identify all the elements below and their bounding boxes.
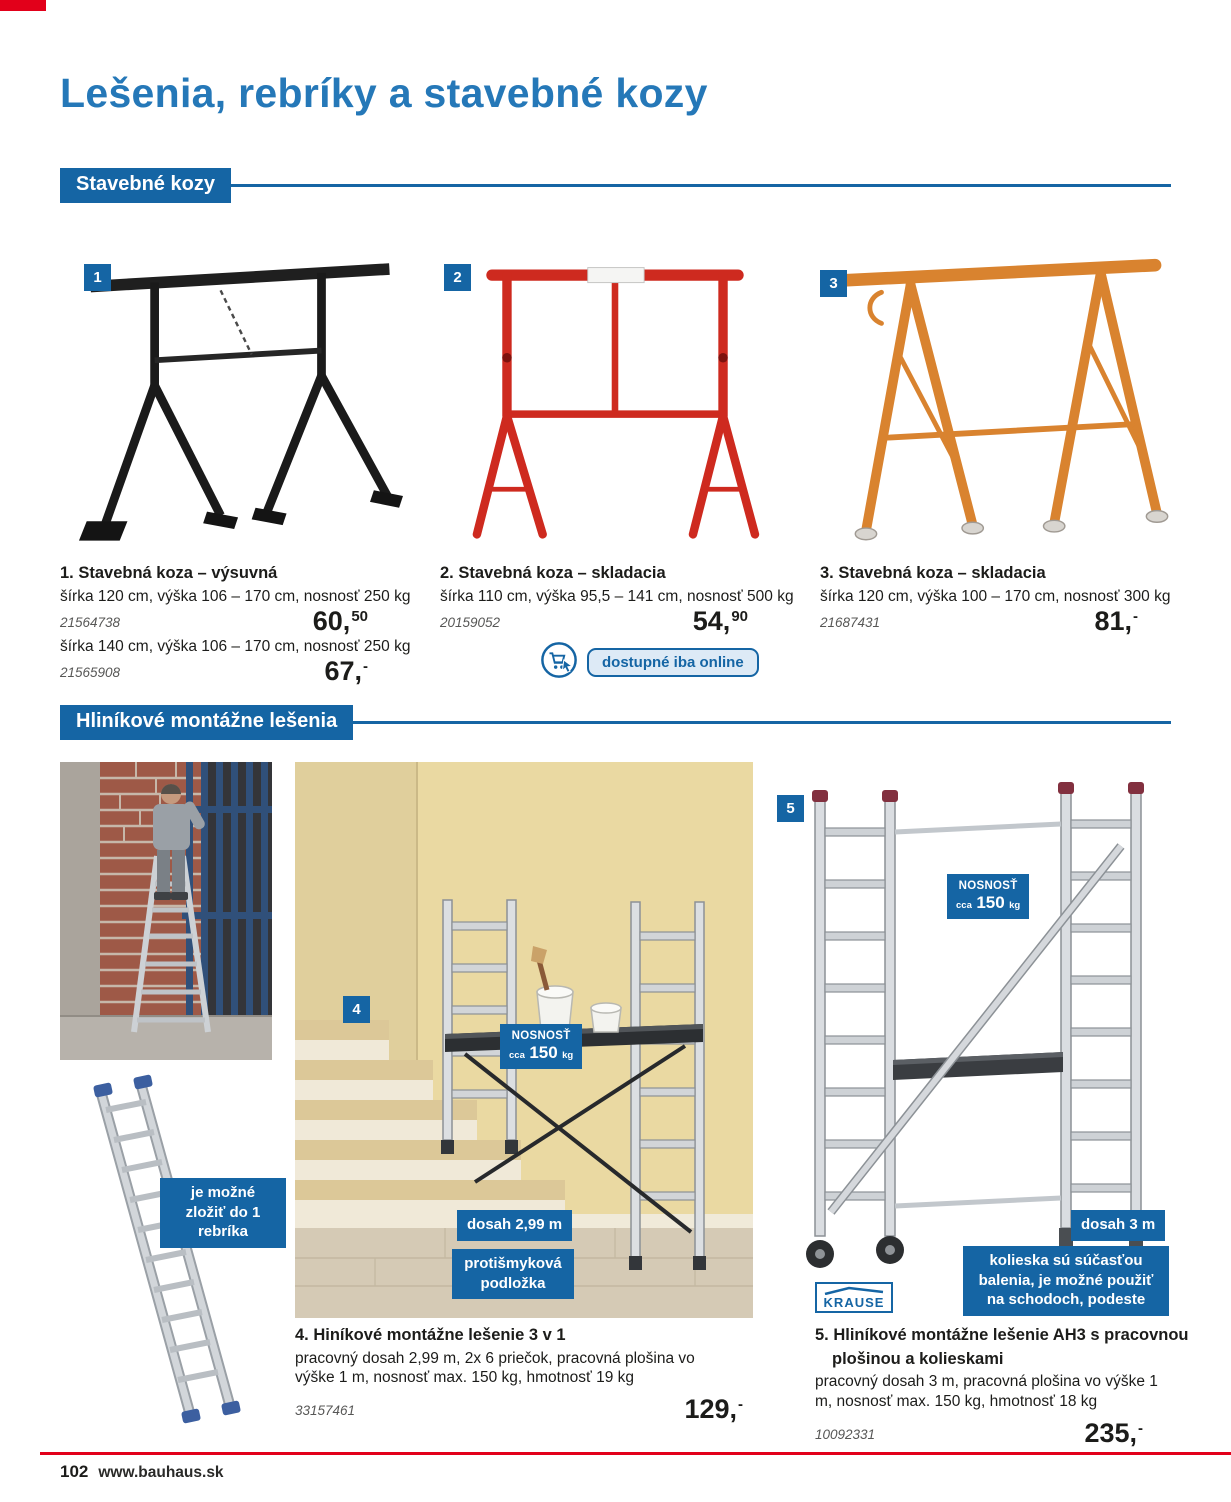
folded-ladder-image xyxy=(40,1062,275,1447)
product-2-spec: šírka 110 cm, výška 95,5 – 141 cm, nosno… xyxy=(440,587,794,605)
online-only-badge: dostupné iba online xyxy=(587,648,759,677)
product-1-row-2: 21565908 67,- xyxy=(60,657,368,685)
product-3-code: 21687431 xyxy=(820,615,881,630)
product-3-number: 3 xyxy=(820,270,847,297)
product-1-image xyxy=(60,228,420,563)
product-1-code-2: 21565908 xyxy=(60,665,121,681)
product-1-spec-2: šírka 140 cm, výška 106 – 170 cm, nosnos… xyxy=(60,638,411,655)
product-5-code: 10092331 xyxy=(815,1427,876,1442)
section-header-lesenia: Hliníkové montážne lešenia xyxy=(60,705,1171,740)
corner-mark xyxy=(0,0,46,11)
product-1-card: 1 1. Stavebná koza – výsuvná šírka 120 c… xyxy=(60,228,420,687)
product-5-price: 235,- xyxy=(1084,1418,1143,1448)
product-1-price-2: 67,- xyxy=(324,656,368,687)
product-4-antislip-badge: protišmyková podložka xyxy=(452,1249,574,1299)
product-5-image xyxy=(806,782,1144,1268)
product-2-name: 2. Stavebná koza – skladacia xyxy=(440,564,666,582)
orange-trestle-drawing xyxy=(830,258,1169,541)
product-3-spec: šírka 120 cm, výška 100 – 170 cm, nosnos… xyxy=(820,587,1171,605)
section-rule xyxy=(230,184,1171,187)
product-4-number: 4 xyxy=(343,996,370,1023)
footer-page-number: 102 xyxy=(60,1462,89,1481)
product-4-row: 33157461 129,- xyxy=(295,1395,743,1423)
product-1-spec-1: šírka 120 cm, výška 106 – 170 cm, nosnos… xyxy=(60,587,411,605)
footer-rule xyxy=(40,1452,1231,1455)
product-3-image xyxy=(820,228,1170,563)
krause-logo: KRAUSE xyxy=(815,1282,893,1313)
ladder-usage-photo xyxy=(60,762,272,1060)
fold-to-ladder-badge: je možné zložiť do 1 rebríka xyxy=(160,1178,286,1248)
product-3-price: 81,- xyxy=(1094,606,1138,636)
product-5-reach-badge: dosah 3 m xyxy=(1071,1210,1166,1241)
footer-website: www.bauhaus.sk xyxy=(98,1464,224,1481)
product-5-name-line1: 5. Hliníkové montážne lešenie AH3 s prac… xyxy=(815,1326,1189,1344)
product-5-info: 5. Hliníkové montážne lešenie AH3 s prac… xyxy=(815,1325,1189,1449)
product-5-name-line2: plošinou a kolieskami xyxy=(832,1349,1004,1368)
product-2-image xyxy=(440,228,790,563)
product-1-number: 1 xyxy=(84,264,111,291)
product-1-price-1: 60,50 xyxy=(312,606,368,636)
product-5-photo: 5 NOSNOSŤ cca 150 kg dosah 3 m kolieska … xyxy=(775,762,1170,1318)
product-2-number: 2 xyxy=(444,264,471,291)
black-trestle-drawing xyxy=(78,263,403,541)
krause-roof-icon xyxy=(824,1286,884,1295)
product-2-card: 2 xyxy=(440,228,794,684)
product-5-row: 10092331 235,- xyxy=(815,1419,1143,1447)
section-title-kozy: Stavebné kozy xyxy=(60,168,231,203)
product-4-capacity-badge: NOSNOSŤ cca 150 kg xyxy=(500,1024,583,1069)
product-4-name: 4. Hiníkové montážne lešenie 3 v 1 xyxy=(295,1326,566,1344)
product-5-capacity-badge: NOSNOSŤ cca 150 kg xyxy=(947,874,1030,919)
product-4-info: 4. Hiníkové montážne lešenie 3 v 1 praco… xyxy=(295,1325,753,1425)
product-3-name: 3. Stavebná koza – skladacia xyxy=(820,564,1046,582)
product-1-code-1: 21564738 xyxy=(60,615,121,630)
red-trestle-drawing xyxy=(472,267,760,539)
product-4-spec: pracovný dosah 2,99 m, 2x 6 priečok, pra… xyxy=(295,1349,695,1386)
product-1-row-1: 21564738 60,50 xyxy=(60,607,368,635)
product-5-wheels-badge: kolieska sú súčasťou balenia, je možné p… xyxy=(963,1246,1169,1316)
online-only-row: dostupné iba online xyxy=(540,641,759,684)
product-3-card: 3 xyxy=(820,228,1170,637)
product-4-photo: 4 NOSNOSŤ cca 150 kg dosah 2,99 m protiš… xyxy=(295,762,753,1318)
section-header-kozy: Stavebné kozy xyxy=(60,168,1171,203)
product-4-image xyxy=(295,762,753,1318)
section-rule xyxy=(353,721,1171,724)
product-4-reach-badge: dosah 2,99 m xyxy=(457,1210,573,1241)
product-1-name: 1. Stavebná koza – výsuvná xyxy=(60,564,278,582)
online-only-icon xyxy=(540,641,578,684)
product-2-code: 20159052 xyxy=(440,615,501,630)
product-5-spec: pracovný dosah 3 m, pracovná plošina vo … xyxy=(815,1373,1158,1410)
product-4-price: 129,- xyxy=(684,1394,743,1425)
product-2-row: 20159052 54,90 xyxy=(440,607,748,635)
footer: 102 www.bauhaus.sk xyxy=(60,1462,224,1482)
product-4-code: 33157461 xyxy=(295,1403,356,1419)
product-5-number: 5 xyxy=(777,795,804,822)
section-title-lesenia: Hliníkové montážne lešenia xyxy=(60,705,354,740)
product-2-price: 54,90 xyxy=(692,606,748,636)
product-3-row: 21687431 81,- xyxy=(820,607,1138,635)
page-title: Lešenia, rebríky a stavebné kozy xyxy=(60,70,708,116)
